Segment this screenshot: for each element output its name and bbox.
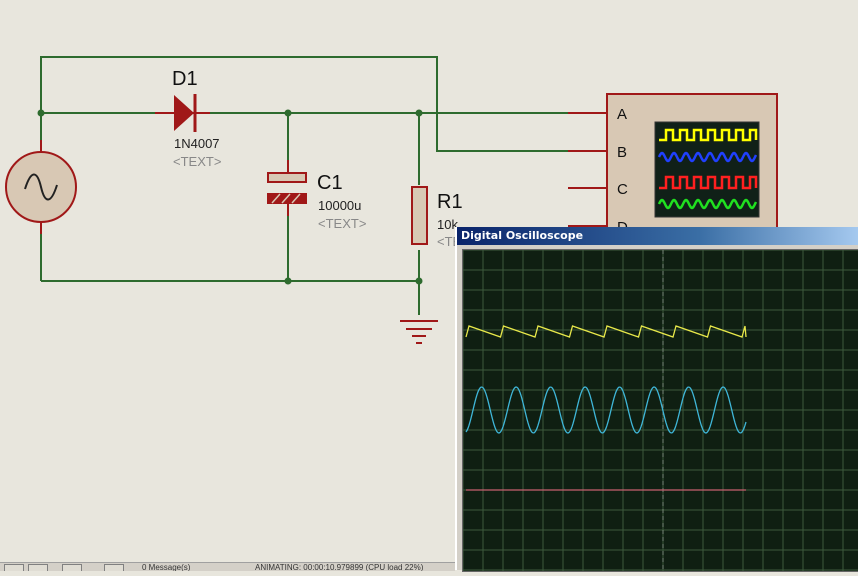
oscilloscope-screen — [462, 249, 858, 572]
scope-channel-a: A — [617, 106, 627, 123]
oscilloscope-display — [462, 249, 858, 571]
oscilloscope-grid — [462, 249, 858, 571]
resistor-ref: R1 — [437, 191, 463, 213]
play-button[interactable] — [4, 564, 24, 571]
capacitor-ref: C1 — [317, 172, 343, 194]
message-count[interactable]: 0 Message(s) — [142, 564, 191, 571]
diode-ref: D1 — [172, 68, 198, 90]
trace-channel-b — [465, 386, 747, 434]
step-button[interactable] — [28, 564, 48, 571]
scope-channel-c: C — [617, 181, 628, 198]
pause-button[interactable] — [62, 564, 82, 571]
ac-source[interactable] — [5, 140, 77, 234]
scope-icon-trace-yellow — [659, 128, 758, 142]
status-bar: 0 Message(s) ANIMATING: 00:00:10.979899 … — [0, 562, 455, 571]
diode-value: 1N4007 — [174, 136, 220, 151]
scope-channel-b: B — [617, 144, 627, 161]
stop-button[interactable] — [104, 564, 124, 571]
trace-channel-a — [465, 325, 747, 338]
diode-text: <TEXT> — [173, 154, 221, 169]
resistor-r1[interactable] — [411, 186, 428, 245]
diode-d1[interactable] — [155, 94, 210, 132]
capacitor-c1[interactable] — [267, 160, 307, 216]
scope-icon-trace-red — [659, 175, 758, 190]
junctions — [37, 109, 423, 285]
sine-icon — [24, 173, 58, 201]
animation-status: ANIMATING: 00:00:10.979899 (CPU load 22%… — [255, 564, 424, 571]
scope-icon-trace-blue — [657, 151, 758, 163]
resistor-value: 10k — [437, 217, 458, 232]
wires — [40, 56, 570, 315]
scope-icon-trace-green — [657, 198, 758, 210]
capacitor-value: 10000u — [318, 198, 361, 213]
oscilloscope-titlebar[interactable]: Digital Oscilloscope — [457, 227, 858, 245]
ground-icon[interactable] — [400, 320, 438, 344]
oscilloscope-instrument[interactable] — [568, 93, 778, 235]
capacitor-text: <TEXT> — [318, 216, 366, 231]
oscilloscope-window[interactable]: Digital Oscilloscope — [455, 227, 858, 572]
